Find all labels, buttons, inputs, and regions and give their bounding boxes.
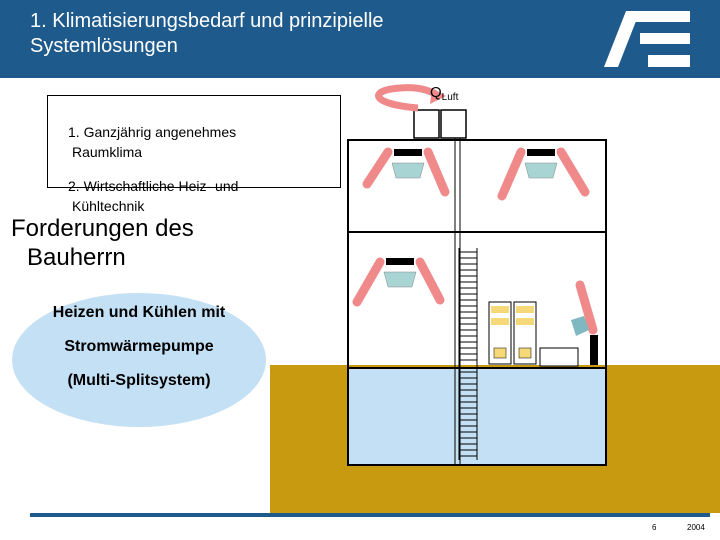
company-logo-icon [604,11,690,67]
indoor-unit-upper-left [362,147,450,197]
header-bar: 1. Klimatisierungsbedarf und prinzipiell… [0,0,720,78]
roof-unit-left [413,109,440,139]
air-flow-label: QLuft [430,84,458,103]
wall-unit-head [571,316,589,336]
air-flow-label-main: Q [430,84,442,101]
requirement-1: 1. Ganzjährig angenehmes Raumklima [68,122,328,162]
requirements-box [47,95,341,188]
building-outline [347,139,607,466]
footer-line [30,513,710,517]
refrigerant-pipe [458,248,478,460]
wall-unit-airflow [575,280,598,335]
slide-title: 1. Klimatisierungsbedarf und prinzipiell… [30,10,384,57]
roof-unit-right [440,109,467,139]
wall-unit [590,335,598,365]
indoor-unit-middle [352,257,445,307]
heatpump-text: Heizen und Kühlen mit Stromwärmepumpe (M… [12,303,266,405]
demands-line1: Forderungen des [11,215,194,242]
heat-pump-units [488,301,537,365]
requirement-2-line1: 2. Wirtschaftliche Heiz- und [68,178,239,194]
storage-tank [539,347,579,367]
indoor-unit-upper-right [497,147,590,201]
heatpump-ellipse [12,293,266,427]
heatpump-line1: Heizen und Kühlen mit [52,304,226,321]
footer-year: 2004 [687,523,705,532]
requirement-1-line2: Raumklima [72,144,143,160]
requirement-2: 2. Wirtschaftliche Heiz- und Kühltechnik [68,176,308,216]
heatpump-line3: (Multi-Splitsystem) [67,372,211,389]
air-flow-label-sub: Luft [441,92,459,103]
requirement-2-line2: Kühltechnik [72,198,145,214]
demands-heading: Forderungen des Bauherrn [11,214,194,272]
heatpump-line2: Stromwärmepumpe [64,338,214,355]
page-number: 6 [652,523,657,532]
demands-line2: Bauherrn [27,244,126,271]
requirement-1-line1: 1. Ganzjährig angenehmes [68,124,237,140]
